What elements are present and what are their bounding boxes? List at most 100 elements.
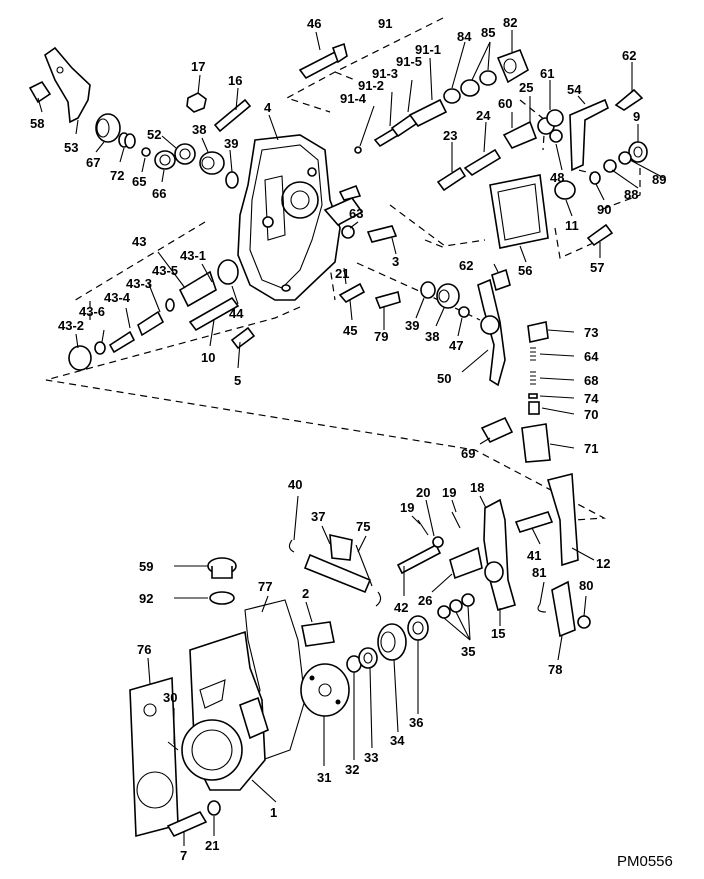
- callout-43-6: 43-6: [79, 304, 105, 319]
- bushing-38-top: [199, 151, 225, 175]
- callout-47: 47: [449, 338, 463, 353]
- callout-32: 32: [345, 762, 359, 777]
- callout-31: 31: [317, 770, 331, 785]
- bolt-57: [586, 223, 614, 247]
- callout-33: 33: [364, 750, 378, 765]
- plug-59: [207, 557, 237, 579]
- bolt-79: [374, 291, 401, 309]
- callout-45: 45: [343, 323, 357, 338]
- callout-25: 25: [519, 80, 533, 95]
- screw-24: [463, 148, 502, 177]
- block-73: [527, 321, 549, 343]
- callout-19a: 19: [400, 500, 414, 515]
- callout-84: 84: [457, 29, 472, 44]
- callout-38: 38: [425, 329, 439, 344]
- callout-40: 40: [288, 477, 302, 492]
- callout-57: 57: [590, 260, 604, 275]
- callout-61: 61: [540, 66, 554, 81]
- callout-43-3: 43-3: [126, 276, 152, 291]
- group-43-parts: [68, 259, 239, 371]
- spring-68: [530, 371, 536, 385]
- callout-1: 1: [270, 805, 277, 820]
- callout-37: 37: [311, 509, 325, 524]
- nut-89: [618, 151, 632, 165]
- callout-15: 15: [491, 626, 505, 641]
- part-74: [528, 393, 538, 399]
- callout-23: 23: [443, 128, 457, 143]
- bolt-5: [230, 326, 256, 350]
- callout-63: 63: [349, 206, 363, 221]
- leader-lines: [37, 30, 665, 846]
- callout-7: 7: [180, 848, 187, 863]
- callout-43-4: 43-4: [104, 290, 131, 305]
- callout-65: 65: [132, 174, 146, 189]
- callout-81: 81: [532, 565, 546, 580]
- callout-50: 50: [437, 371, 451, 386]
- washer-47: [458, 306, 470, 318]
- o-ring-39-top: [225, 171, 239, 189]
- callout-67: 67: [86, 155, 100, 170]
- callout-74: 74: [584, 391, 599, 406]
- callout-43-1: 43-1: [180, 248, 206, 263]
- bushing-38: [436, 283, 460, 309]
- bolt-21-top: [338, 184, 362, 201]
- callout-78: 78: [548, 662, 562, 677]
- callout-21: 21: [335, 266, 349, 281]
- callout-42: 42: [394, 600, 408, 615]
- callout-70: 70: [584, 407, 598, 422]
- callout-88: 88: [624, 187, 638, 202]
- washer-90: [589, 171, 601, 185]
- callout-77: 77: [258, 579, 272, 594]
- lever-53: [28, 46, 91, 124]
- governor-housing-1: [181, 630, 269, 791]
- callout-85: 85: [481, 25, 495, 40]
- callout-75: 75: [356, 519, 370, 534]
- spring-41: [514, 511, 554, 533]
- bolt-62-top: [614, 88, 644, 111]
- callout-35: 35: [461, 644, 475, 659]
- callout-58: 58: [30, 116, 44, 131]
- callout-54: 54: [567, 82, 582, 97]
- callout-90: 90: [597, 202, 611, 217]
- callout-60: 60: [498, 96, 512, 111]
- callout-82: 82: [503, 15, 517, 30]
- callout-26: 26: [418, 593, 432, 608]
- callout-44: 44: [229, 306, 244, 321]
- nut-66: [154, 150, 176, 170]
- callout-68: 68: [584, 373, 598, 388]
- callout-43-5: 43-5: [152, 263, 178, 278]
- spring-64: [530, 347, 536, 361]
- callout-4: 4: [264, 100, 272, 115]
- o-ring-39: [420, 281, 436, 299]
- callout-34: 34: [390, 733, 405, 748]
- cover-56: [489, 174, 576, 249]
- bolt-62-mid: [491, 268, 511, 292]
- bolt-7: [166, 810, 208, 838]
- drawing-code: PM0556: [617, 853, 673, 870]
- plug-52: [174, 143, 196, 165]
- bolt-46: [298, 42, 348, 80]
- spring-42: [396, 543, 442, 575]
- callout-76: 76: [137, 642, 151, 657]
- callout-41: 41: [527, 548, 541, 563]
- callout-39: 39: [405, 318, 419, 333]
- shaft-69: [480, 416, 514, 444]
- callout-2: 2: [302, 586, 309, 601]
- callout-21-bottom: 21: [205, 838, 219, 853]
- callout-17: 17: [191, 59, 205, 74]
- callout-62-top: 62: [622, 48, 636, 63]
- part-48: [549, 129, 563, 143]
- nut-21-bottom: [207, 800, 221, 816]
- lever-50: [477, 278, 506, 387]
- callout-46: 46: [307, 16, 321, 31]
- callout-92: 92: [139, 591, 153, 606]
- bolt-3: [366, 225, 398, 243]
- callout-69: 69: [461, 446, 475, 461]
- callout-53: 53: [64, 140, 78, 155]
- sleeve-34: [377, 623, 407, 661]
- callout-11: 11: [565, 218, 579, 233]
- bearing-36: [407, 615, 429, 641]
- spring-23: [436, 166, 467, 192]
- washer-88: [603, 159, 617, 173]
- sleeve-67: [95, 113, 121, 143]
